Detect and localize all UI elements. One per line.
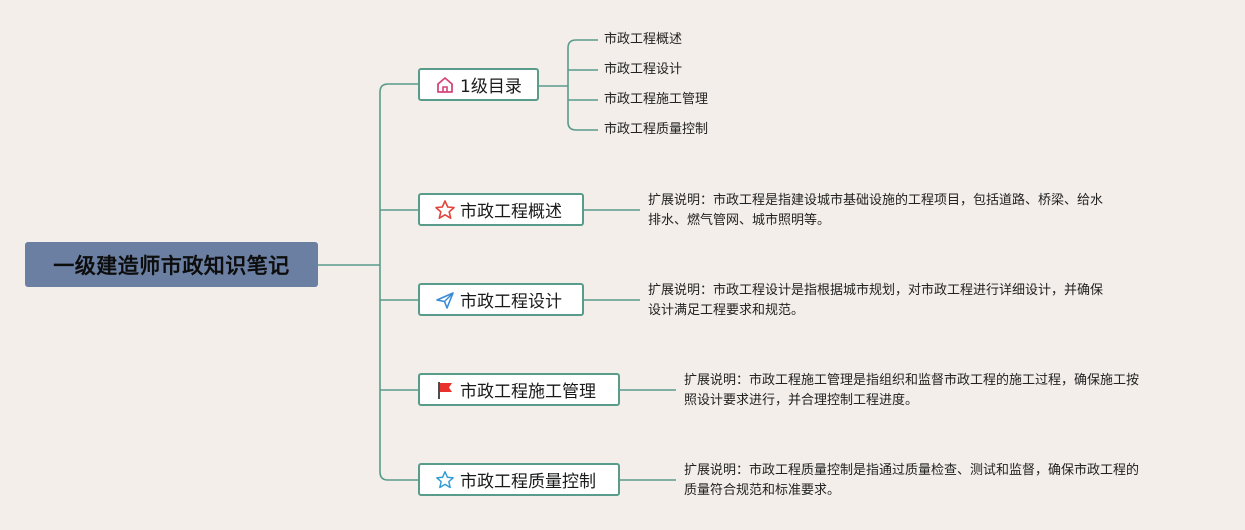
toc-item[interactable]: 市政工程质量控制	[604, 122, 709, 137]
note-line: 扩展说明：市政工程质量控制是指通过质量检查、测试和监督，确保市政工程的	[684, 463, 1140, 478]
red-flag-icon	[434, 379, 456, 401]
note-line: 排水、燃气管网、城市照明等。	[648, 213, 831, 228]
topic-toc[interactable]: 1级目录	[418, 68, 539, 101]
toc-item[interactable]: 市政工程施工管理	[604, 92, 709, 107]
note-line: 扩展说明：市政工程施工管理是指组织和监督市政工程的施工过程，确保施工按	[684, 373, 1140, 388]
topic-label: 1级目录	[460, 77, 522, 97]
note-line: 照设计要求进行，并合理控制工程进度。	[684, 393, 919, 408]
home-icon	[434, 74, 456, 96]
topic-quality-control[interactable]: 市政工程质量控制	[418, 463, 620, 496]
topic-label: 市政工程概述	[460, 202, 562, 222]
note-line: 扩展说明：市政工程设计是指根据城市规划，对市政工程进行详细设计，并确保	[648, 283, 1104, 298]
note-quality-control: 扩展说明：市政工程质量控制是指通过质量检查、测试和监督，确保市政工程的 质量符合…	[684, 461, 1184, 501]
note-line: 设计满足工程要求和规范。	[648, 303, 805, 318]
paper-plane-icon	[434, 289, 456, 311]
topic-overview[interactable]: 市政工程概述	[418, 193, 584, 226]
note-construction-management: 扩展说明：市政工程施工管理是指组织和监督市政工程的施工过程，确保施工按 照设计要…	[684, 371, 1184, 411]
star-outline-icon	[434, 199, 456, 221]
topic-construction-management[interactable]: 市政工程施工管理	[418, 373, 620, 406]
topic-label: 市政工程设计	[460, 292, 562, 312]
topic-label: 市政工程施工管理	[460, 382, 596, 402]
note-line: 扩展说明：市政工程是指建设城市基础设施的工程项目，包括道路、桥梁、给水	[648, 193, 1104, 208]
note-overview: 扩展说明：市政工程是指建设城市基础设施的工程项目，包括道路、桥梁、给水 排水、燃…	[648, 191, 1148, 231]
root-title: 一级建造师市政知识笔记	[53, 253, 290, 278]
toc-item[interactable]: 市政工程设计	[604, 62, 683, 77]
topic-design[interactable]: 市政工程设计	[418, 283, 584, 316]
topic-label: 市政工程质量控制	[460, 472, 596, 492]
blue-star-icon	[434, 469, 456, 491]
note-design: 扩展说明：市政工程设计是指根据城市规划，对市政工程进行详细设计，并确保 设计满足…	[648, 281, 1148, 321]
note-line: 质量符合规范和标准要求。	[684, 483, 841, 498]
root-topic[interactable]: 一级建造师市政知识笔记	[25, 242, 318, 287]
toc-item[interactable]: 市政工程概述	[604, 32, 683, 47]
